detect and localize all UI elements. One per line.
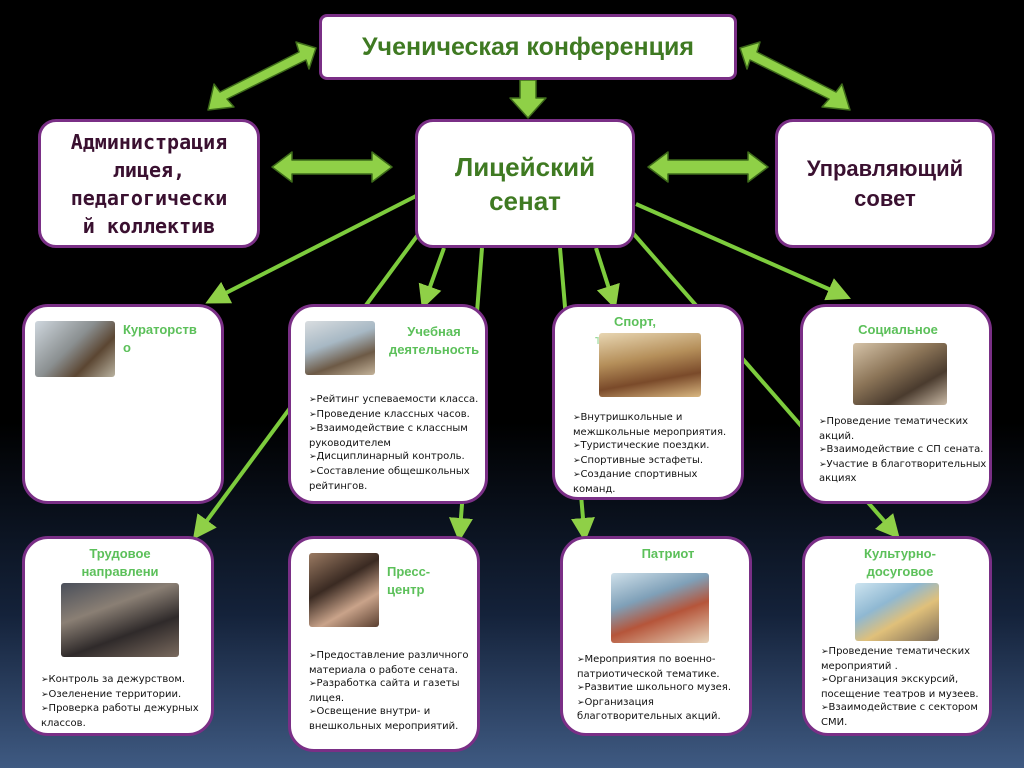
senate-line: сенат bbox=[489, 185, 561, 216]
list-item: Взаимодействие с сектором СМИ. bbox=[821, 701, 991, 729]
curatorship-photo bbox=[35, 321, 115, 377]
card-title-line: досуговое bbox=[866, 564, 934, 579]
list-item: Проведение тематических мероприятий . bbox=[821, 645, 991, 673]
card-title: Патриот bbox=[623, 545, 713, 563]
card-title: Трудовое направлени bbox=[55, 545, 185, 581]
social-photo bbox=[853, 343, 947, 405]
list-item: Предоставление различного материала о ра… bbox=[309, 649, 477, 677]
card-title-line: Культурно- bbox=[864, 546, 936, 561]
double-arrow-senate-council bbox=[647, 151, 769, 183]
card-curatorship: Кураторств о bbox=[22, 304, 224, 504]
senate-line: Лицейский bbox=[454, 151, 596, 182]
card-title-line: деятельность bbox=[388, 342, 480, 357]
council-line: совет bbox=[854, 185, 916, 211]
card-title-line: о bbox=[123, 340, 131, 355]
card-title-line: Учебная bbox=[407, 324, 461, 339]
card-title-line: направлени bbox=[81, 564, 159, 579]
press-items: Предоставление различного материала о ра… bbox=[309, 649, 477, 734]
council-line: Управляющий bbox=[806, 155, 964, 181]
card-title-line: Патриот bbox=[641, 546, 695, 561]
card-title: Учебная деятельность bbox=[379, 323, 489, 359]
social-items: Проведение тематических акций. Взаимодей… bbox=[819, 415, 989, 486]
connector-6 bbox=[594, 247, 620, 310]
sport-photo bbox=[599, 333, 701, 397]
list-item: Организация экскурсий, посещение театров… bbox=[821, 673, 991, 701]
list-item: Контроль за дежурством. bbox=[41, 673, 211, 688]
cultural-items: Проведение тематических мероприятий . Ор… bbox=[821, 645, 991, 730]
card-social: Социальное Проведение тематических акций… bbox=[800, 304, 992, 504]
list-item: Мероприятия по военно-патриотической тем… bbox=[577, 653, 751, 681]
card-title: Кураторств о bbox=[123, 321, 197, 357]
list-item: Озеленение территории. bbox=[41, 688, 211, 703]
double-arrow-top-right bbox=[739, 41, 851, 111]
card-title: Социальное bbox=[843, 321, 953, 339]
card-title: Пресс- центр bbox=[387, 563, 430, 599]
administration-line: лицея, bbox=[112, 157, 186, 182]
list-item: Дисциплинарный контроль. bbox=[309, 450, 481, 465]
card-press: Пресс- центр Предоставление различного м… bbox=[288, 536, 480, 752]
connector-7 bbox=[635, 202, 851, 301]
administration-line: педагогически bbox=[70, 185, 228, 210]
administration-line: Администрация bbox=[70, 129, 228, 154]
card-labor: Трудовое направлени Контроль за дежурств… bbox=[22, 536, 214, 736]
card-title-line: Кураторств bbox=[123, 322, 197, 337]
list-item: Проведение классных часов. bbox=[309, 408, 481, 423]
card-title-line: центр bbox=[387, 582, 425, 597]
card-sport: Спорт, т Внутришкольные и межшкольные ме… bbox=[552, 304, 744, 500]
card-cultural: Культурно- досуговое н Проведение темати… bbox=[802, 536, 992, 736]
council-box: Управляющий совет bbox=[775, 119, 995, 248]
senate-box: Лицейский сенат bbox=[415, 119, 635, 248]
list-item: Организация благотворительных акций. bbox=[577, 696, 751, 724]
list-item: Рейтинг успеваемости класса. bbox=[309, 393, 481, 408]
list-item: Проверка работы дежурных классов. bbox=[41, 702, 211, 730]
list-item: Создание спортивных команд. bbox=[573, 468, 741, 496]
list-item: Внутришкольные и межшкольные мероприятия… bbox=[573, 411, 741, 439]
sport-items: Внутришкольные и межшкольные мероприятия… bbox=[573, 411, 741, 497]
list-item: Туристические поездки. bbox=[573, 439, 741, 454]
press-photo bbox=[309, 553, 379, 627]
double-arrow-top-left bbox=[207, 41, 317, 111]
list-item: Взаимодействие с классным руководителем bbox=[309, 422, 481, 450]
card-title-line: Трудовое bbox=[89, 546, 151, 561]
arrow-down-to-senate bbox=[509, 79, 547, 119]
labor-photo bbox=[61, 583, 179, 657]
card-academic: Учебная деятельность Рейтинг успеваемост… bbox=[288, 304, 488, 504]
list-item: Проведение тематических акций. bbox=[819, 415, 989, 443]
list-item: Развитие школьного музея. bbox=[577, 681, 751, 696]
card-patriot: Патриот Мероприятия по военно-патриотиче… bbox=[560, 536, 752, 736]
patriot-items: Мероприятия по военно-патриотической тем… bbox=[577, 653, 751, 724]
academic-items: Рейтинг успеваемости класса. Проведение … bbox=[309, 393, 481, 493]
labor-items: Контроль за дежурством. Озеленение терри… bbox=[41, 673, 211, 730]
administration-box: Администрация лицея, педагогически й кол… bbox=[38, 119, 260, 248]
list-item: Составление общешкольных рейтингов. bbox=[309, 465, 481, 493]
list-item: Разработка сайта и газеты лицея. bbox=[309, 677, 477, 705]
patriot-photo bbox=[611, 573, 709, 643]
card-title-line: Пресс- bbox=[387, 564, 431, 579]
administration-line: й коллектив bbox=[82, 213, 216, 238]
student-conference-box: Ученическая конференция bbox=[319, 14, 737, 80]
card-title-line: Социальное bbox=[858, 322, 938, 337]
list-item: Участие в благотворительных акциях bbox=[819, 458, 989, 486]
cultural-photo bbox=[855, 583, 939, 641]
double-arrow-admin-senate bbox=[271, 151, 393, 183]
card-title: Спорт, т bbox=[595, 313, 675, 349]
connector-1 bbox=[205, 194, 417, 304]
student-conference-title: Ученическая конференция bbox=[362, 32, 694, 61]
connector-3 bbox=[418, 247, 446, 310]
academic-photo bbox=[305, 321, 375, 375]
card-title-line: Спорт, bbox=[614, 314, 656, 329]
list-item: Спортивные эстафеты. bbox=[573, 454, 741, 469]
card-title-line: т bbox=[595, 331, 675, 349]
list-item: Взаимодействие с СП сената. bbox=[819, 443, 989, 458]
list-item: Освещение внутри- и внешкольных мероприя… bbox=[309, 705, 477, 733]
